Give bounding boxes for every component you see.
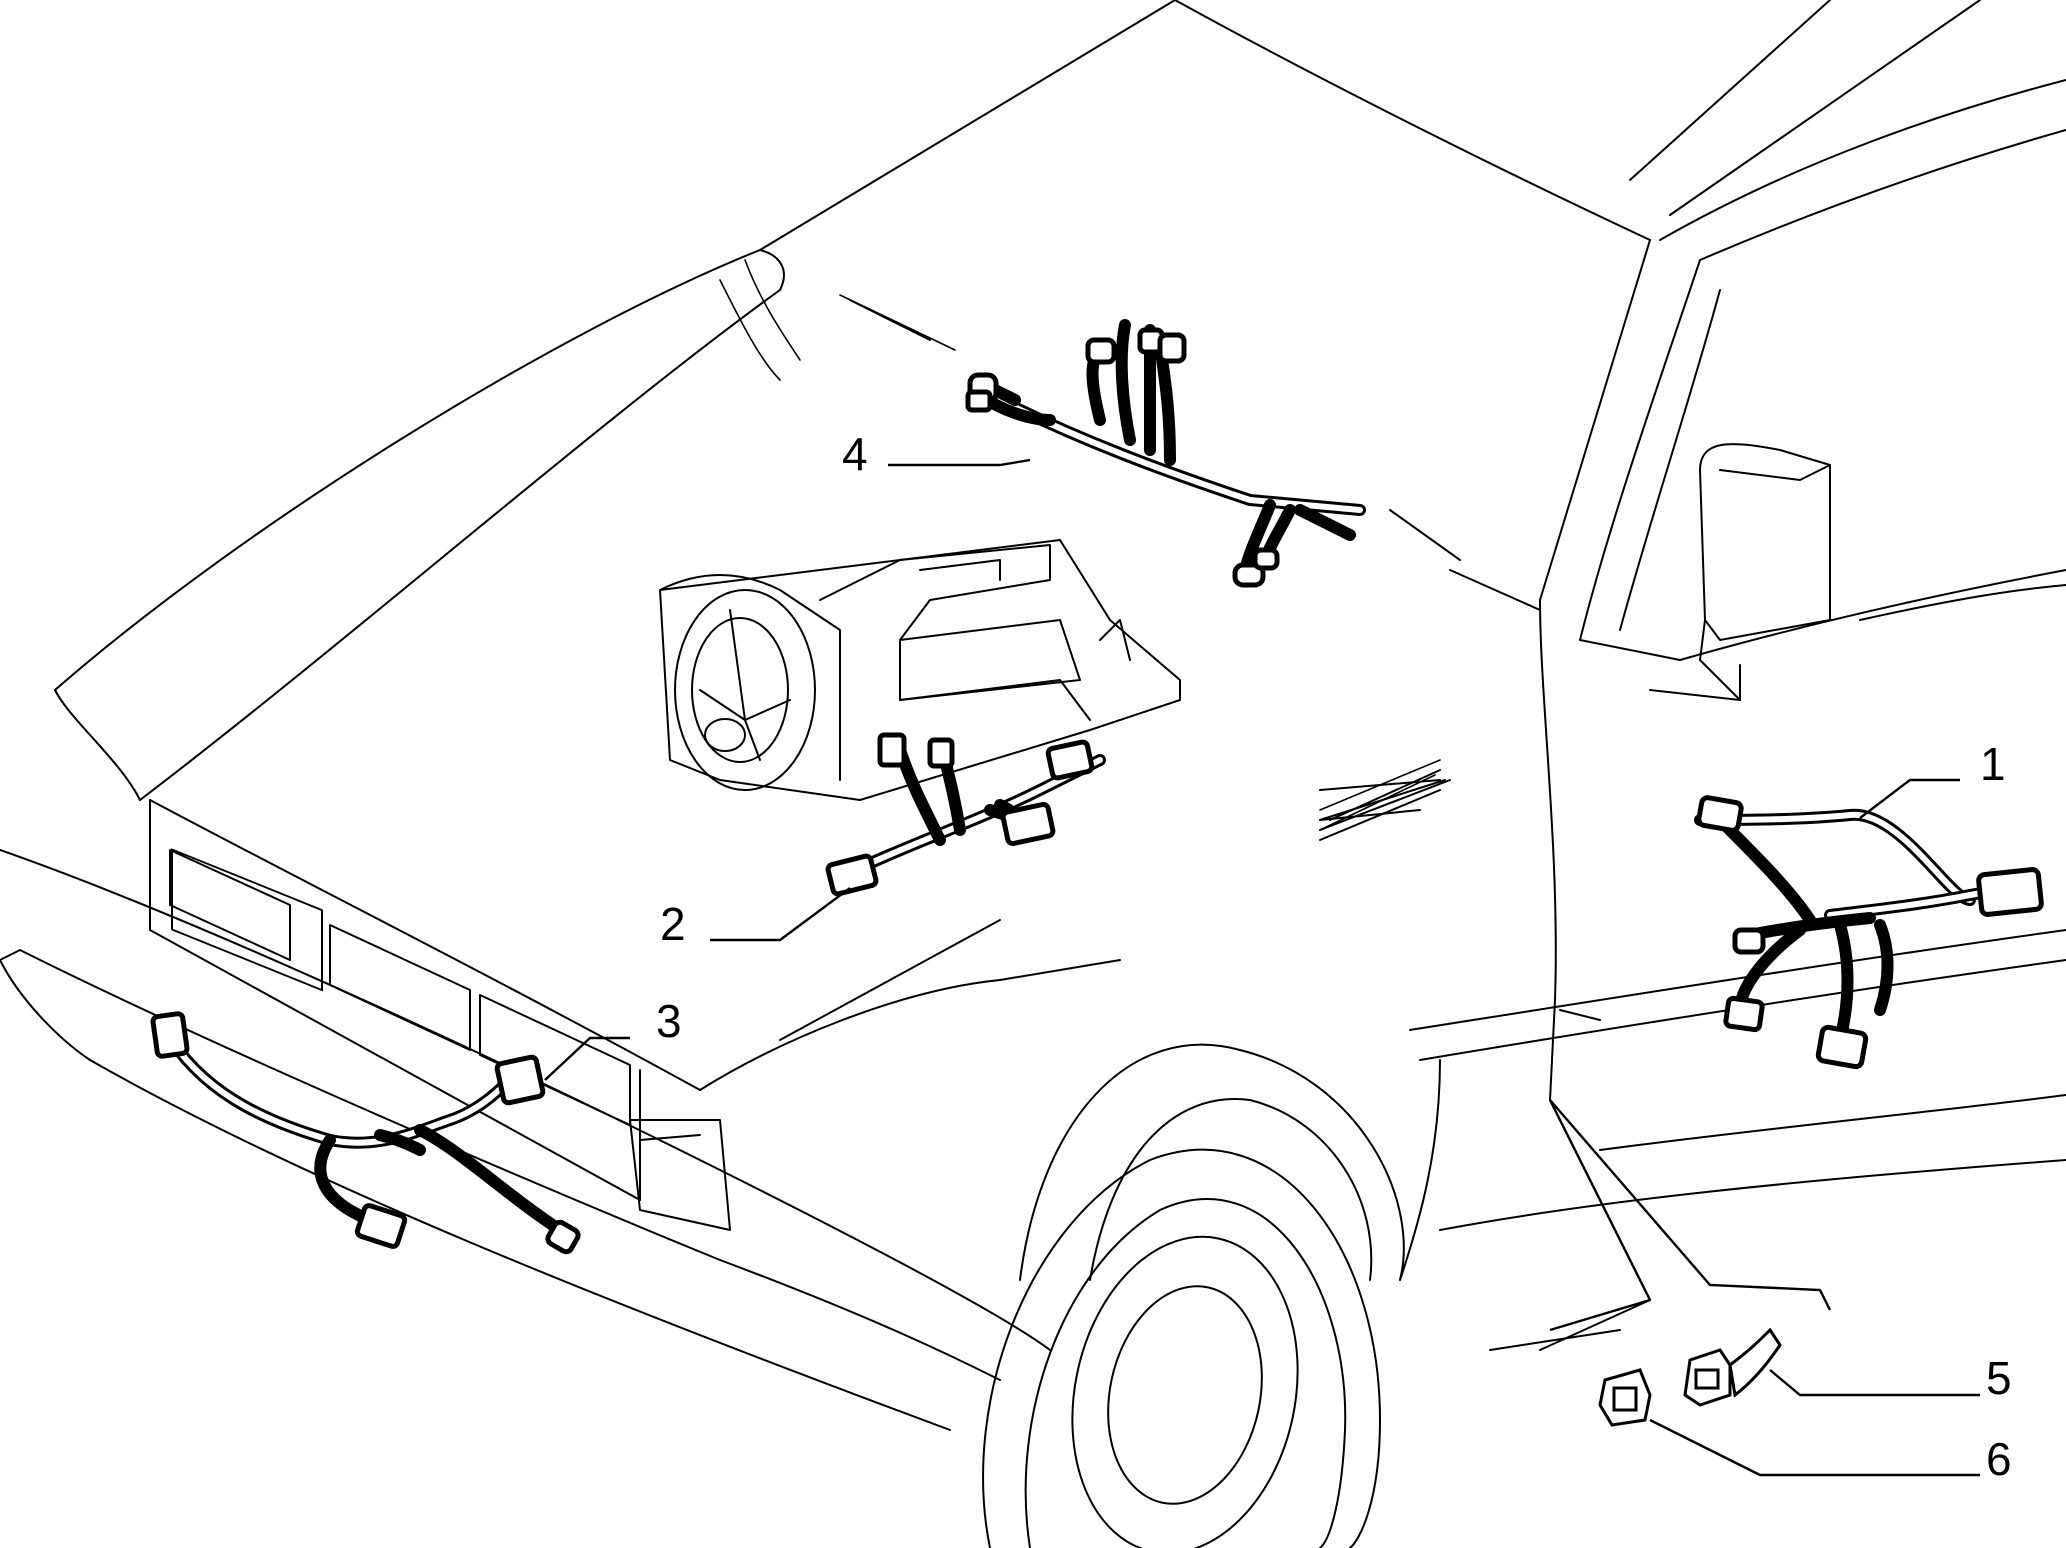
callout-5: 5 [1986, 1352, 2012, 1404]
leader-line-3 [544, 1036, 630, 1081]
wiring-harness-4 [839, 294, 1366, 588]
clip-part-6 [1598, 1368, 1652, 1427]
wiring-harness-1 [1694, 795, 2044, 1070]
leader-line-1 [1859, 778, 1960, 819]
wiring-harness-3 [150, 1011, 581, 1255]
wiring-harness-2 [825, 732, 1106, 897]
callout-1: 1 [1980, 738, 2006, 790]
leader-line-4 [888, 458, 1031, 467]
detail-bracket [1548, 1099, 1832, 1332]
leader-line-5 [1769, 1369, 1980, 1397]
callout-2: 2 [660, 898, 686, 950]
leader-lines [544, 458, 1980, 1477]
clip-part-5 [1683, 1327, 1782, 1407]
leader-line-6 [1649, 1418, 1980, 1477]
leader-line-2 [710, 887, 851, 942]
callout-4: 4 [842, 428, 868, 480]
engine-assembly [659, 539, 1181, 801]
callout-6: 6 [1986, 1433, 2012, 1485]
callout-3: 3 [656, 995, 682, 1047]
